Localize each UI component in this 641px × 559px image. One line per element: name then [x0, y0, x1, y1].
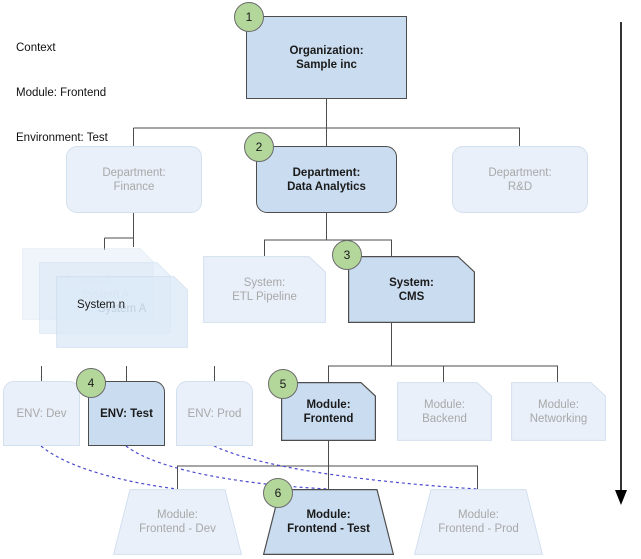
- node-module-frontend-dev[interactable]: Module: Frontend - Dev: [113, 489, 242, 555]
- context-environment: Environment: Test: [16, 132, 108, 144]
- edge-dashed-dev: [40, 445, 178, 490]
- edge-dashed-test: [125, 445, 329, 490]
- node-department-data-analytics-label: Department: Data Analytics: [287, 166, 366, 193]
- node-department-finance-label: Department: Finance: [102, 166, 166, 193]
- node-env-dev-label: ENV: Dev: [16, 407, 67, 420]
- node-module-frontend-prod-label: Module: Frontend - Prod: [438, 509, 519, 535]
- badge-5: 5: [268, 369, 298, 399]
- node-module-frontend[interactable]: Module: Frontend: [281, 382, 376, 441]
- badge-6: 6: [263, 478, 293, 508]
- stack-card-4[interactable]: System n: [46, 286, 156, 328]
- node-module-frontend-label: Module: Frontend: [303, 398, 354, 425]
- stack-card-4-label: System n: [77, 299, 125, 311]
- node-module-frontend-prod[interactable]: Module: Frontend - Prod: [414, 489, 543, 555]
- node-module-backend-label: Module: Backend: [422, 398, 467, 425]
- context-module: Module: Frontend: [16, 87, 107, 99]
- node-module-frontend-test-label: Module: Frontend - Test: [287, 509, 370, 535]
- badge-1: 1: [234, 2, 264, 32]
- node-department-rnd-label: Department: R&D: [488, 166, 552, 193]
- stack-card-3[interactable]: System A: [56, 276, 188, 348]
- stack-card-3-label: System A: [97, 303, 147, 315]
- node-module-networking-label: Module: Networking: [529, 398, 588, 425]
- node-module-backend[interactable]: Module: Backend: [397, 382, 492, 441]
- edge-dashed-prod: [213, 445, 478, 490]
- node-organization-label: Organization: Sample inc: [289, 44, 364, 71]
- node-department-data-analytics[interactable]: Department: Data Analytics: [256, 146, 397, 213]
- node-system-cms-label: System: CMS: [389, 276, 434, 303]
- badge-4: 4: [76, 368, 106, 398]
- context-caption: Context Module: Frontend Environment: Te…: [16, 11, 108, 176]
- node-env-prod[interactable]: ENV: Prod: [176, 381, 253, 446]
- node-department-rnd[interactable]: Department: R&D: [452, 146, 588, 213]
- badge-3: 3: [332, 240, 362, 270]
- badge-2: 2: [244, 132, 274, 162]
- node-system-etl-pipeline[interactable]: System: ETL Pipeline: [203, 256, 326, 323]
- node-organization[interactable]: Organization: Sample inc: [246, 16, 407, 99]
- node-module-frontend-test[interactable]: Module: Frontend - Test: [263, 489, 394, 555]
- context-title: Context: [16, 42, 56, 54]
- node-env-dev[interactable]: ENV: Dev: [3, 381, 80, 446]
- flow-arrow: [615, 22, 627, 505]
- node-system-cms[interactable]: System: CMS: [348, 256, 475, 323]
- node-department-finance[interactable]: Department: Finance: [66, 146, 202, 213]
- node-module-networking[interactable]: Module: Networking: [511, 382, 606, 441]
- node-env-prod-label: ENV: Prod: [187, 407, 242, 420]
- node-module-frontend-dev-label: Module: Frontend - Dev: [139, 509, 216, 535]
- node-env-test-label: ENV: Test: [100, 407, 153, 420]
- node-system-etl-pipeline-label: System: ETL Pipeline: [232, 276, 297, 303]
